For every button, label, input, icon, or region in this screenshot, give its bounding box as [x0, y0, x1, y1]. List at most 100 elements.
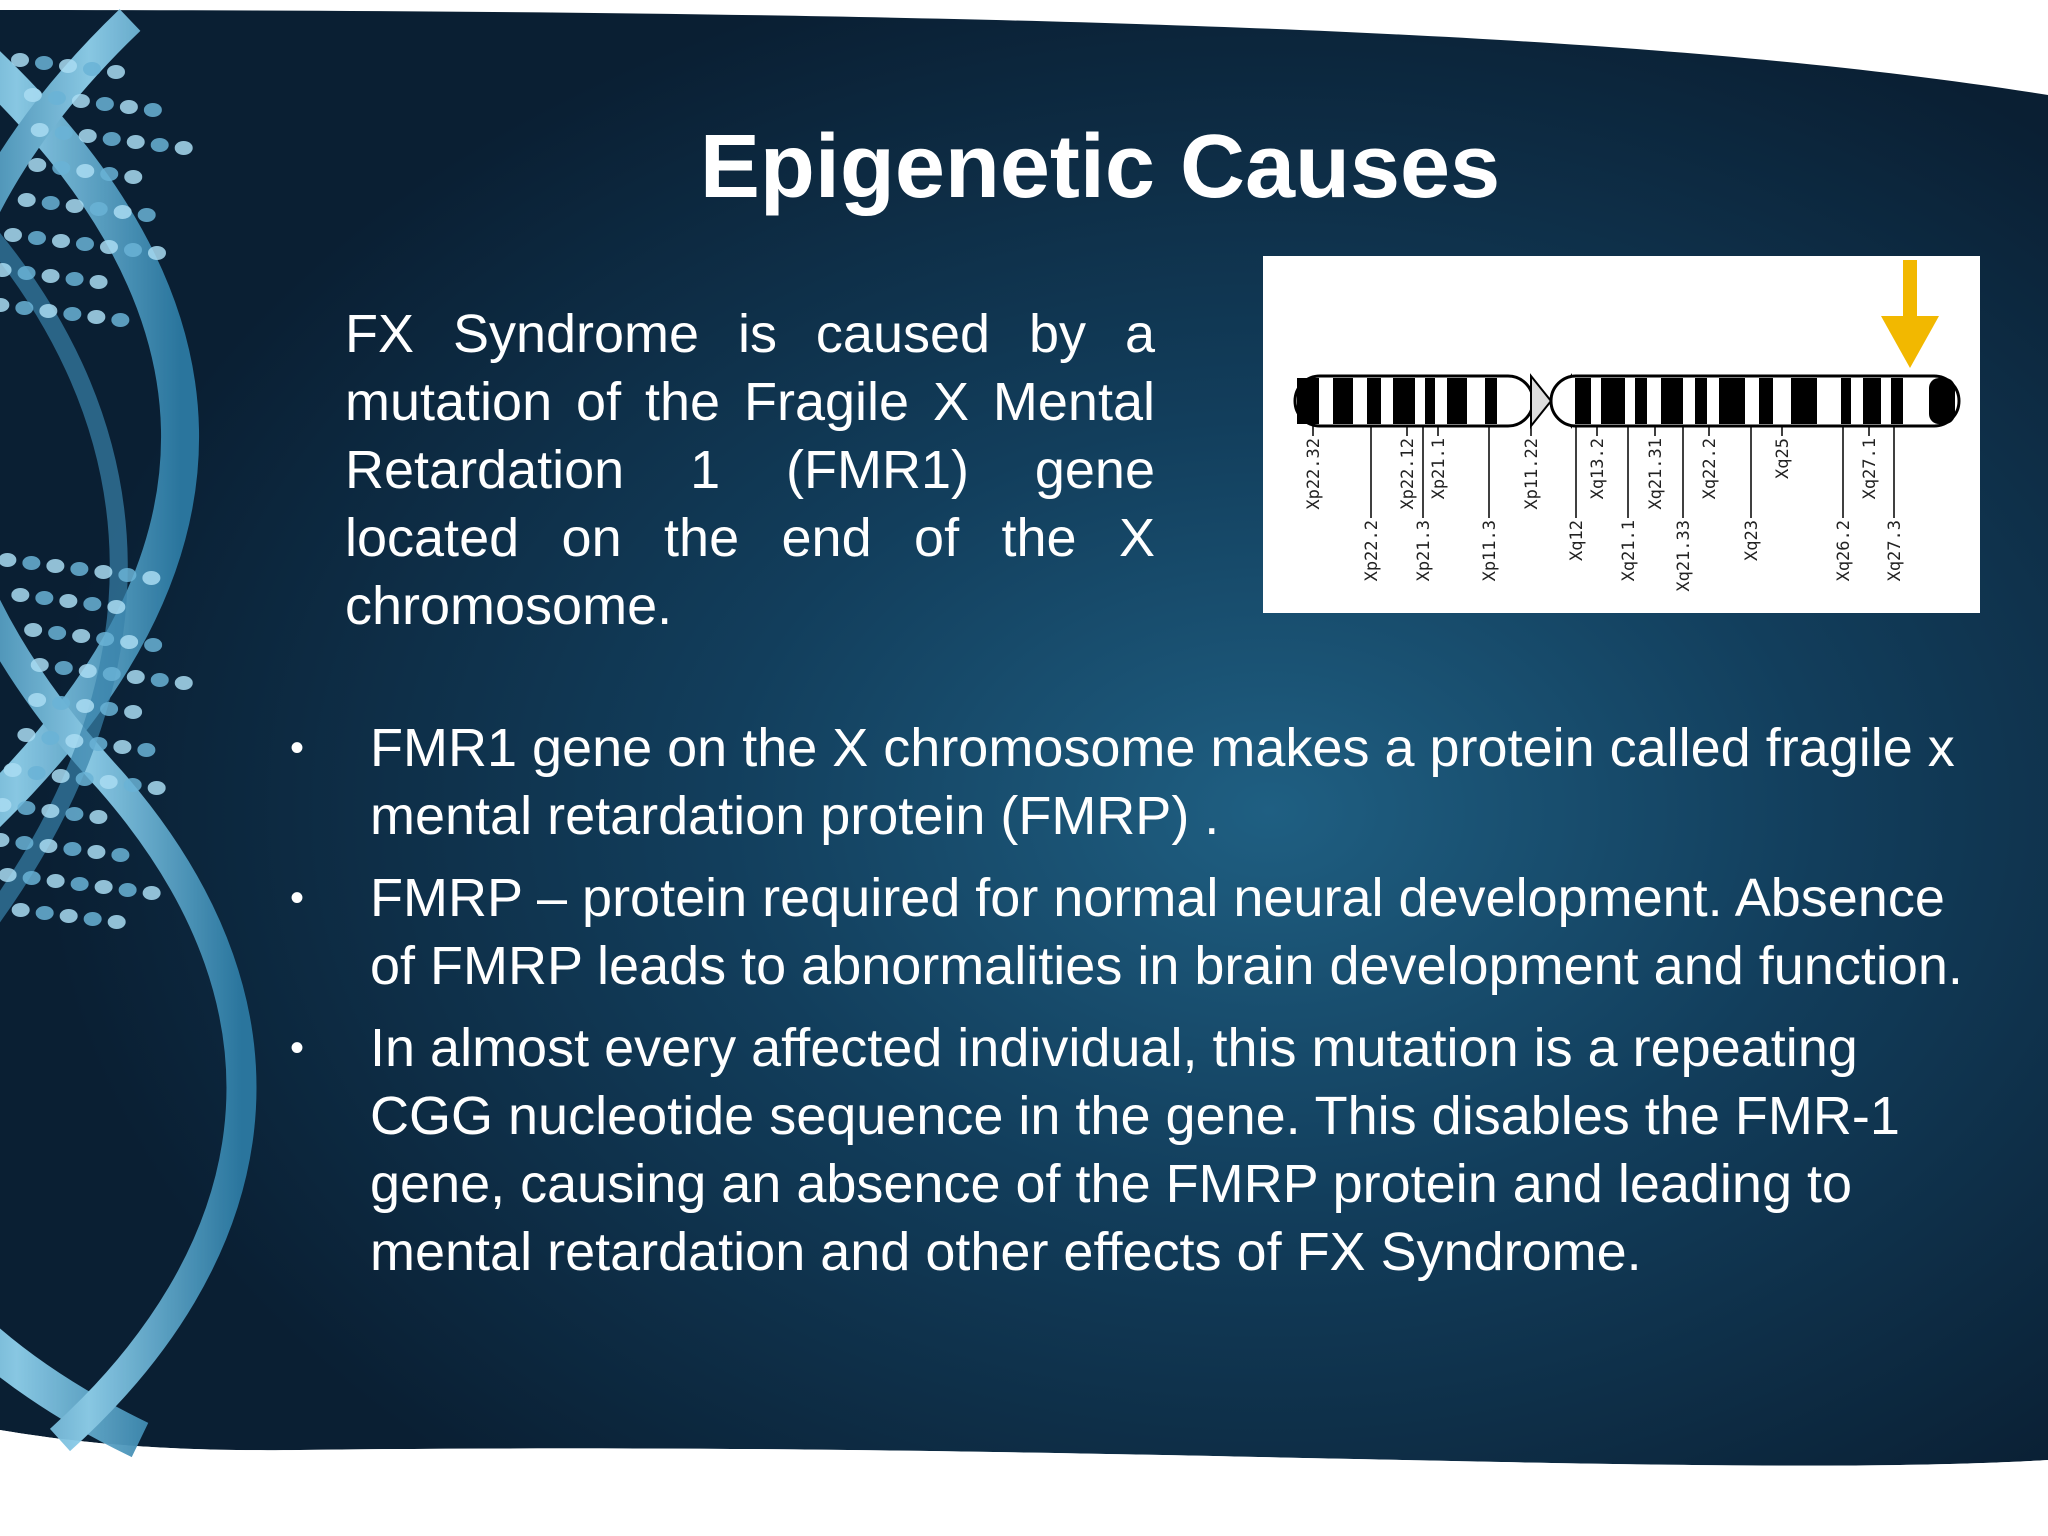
band-label: Xp11.22	[1522, 438, 1542, 510]
dna-base-dot	[0, 553, 17, 567]
dna-base-dot	[17, 801, 36, 815]
dna-base-dot	[65, 807, 84, 821]
dna-base-dot	[23, 88, 42, 102]
bullet-item: • FMR1 gene on the X chromosome makes a …	[290, 714, 1970, 850]
dna-base-dot	[70, 877, 89, 891]
dna-base-dot	[41, 731, 60, 745]
dna-base-dot	[11, 588, 30, 602]
dna-base-dot	[174, 141, 193, 155]
dna-base-dot	[124, 705, 143, 719]
dna-base-dot	[94, 880, 113, 894]
dna-base-dot	[65, 734, 84, 748]
dna-base-dot	[174, 676, 193, 690]
band-label: Xq21.1	[1619, 520, 1639, 581]
band-label: Xq26.2	[1834, 520, 1854, 581]
dna-base-dot	[35, 56, 53, 70]
dna-base-dot	[17, 266, 36, 280]
dna-base-dot	[0, 298, 10, 312]
dna-base-dot	[83, 912, 102, 926]
dna-base-dot	[41, 804, 60, 818]
dna-base-dot	[118, 883, 137, 897]
dna-base-dot	[63, 842, 82, 856]
dna-base-dot	[59, 594, 78, 608]
dna-base-dot	[123, 243, 142, 257]
band-label: Xq21.31	[1646, 438, 1666, 510]
dna-base-dot	[142, 571, 161, 585]
dna-base-dot	[65, 199, 84, 213]
dna-base-dot	[89, 202, 108, 216]
dna-base-dot	[126, 135, 145, 149]
dna-base-dot	[123, 778, 142, 792]
bullet-text: FMR1 gene on the X chromosome makes a pr…	[370, 718, 1955, 846]
dna-base-dot	[150, 673, 169, 687]
dna-base-dot	[28, 158, 47, 172]
band-label: Xq13.2	[1588, 438, 1608, 499]
dna-base-dot	[11, 903, 30, 917]
dna-base-dot	[11, 53, 29, 67]
dna-base-dot	[0, 833, 10, 847]
bullet-list: • FMR1 gene on the X chromosome makes a …	[290, 714, 1970, 1300]
dna-base-dot	[99, 240, 118, 254]
dna-base-dot	[87, 845, 106, 859]
dna-base-dot	[120, 635, 139, 649]
dna-base-dot	[47, 91, 66, 105]
band-label: Xq23	[1742, 520, 1762, 561]
dna-base-dot	[51, 769, 70, 783]
dna-base-dot	[144, 638, 163, 652]
dna-base-dot	[28, 693, 47, 707]
dna-base-dot	[24, 623, 43, 637]
dna-base-dot	[137, 743, 156, 757]
dna-base-dot	[63, 307, 82, 321]
dna-base-dot	[22, 556, 41, 570]
dna-base-dot	[35, 591, 54, 605]
dna-base-dot	[89, 810, 108, 824]
dna-base-dot	[102, 667, 121, 681]
dna-base-dot	[65, 272, 84, 286]
dna-base-dot	[142, 886, 161, 900]
dna-base-dot	[150, 138, 169, 152]
dna-base-dot	[27, 231, 46, 245]
dna-base-dot	[17, 728, 36, 742]
dna-base-dot	[17, 193, 36, 207]
dna-base-dot	[75, 237, 94, 251]
dna-base-dot	[100, 167, 119, 181]
dna-base-dot	[54, 661, 73, 675]
dna-base-dot	[137, 208, 156, 222]
dna-base-dot	[27, 766, 46, 780]
bullet-item: • In almost every affected individual, t…	[290, 1014, 1970, 1286]
dna-base-dot	[102, 132, 121, 146]
bullet-item: • FMRP – protein required for normal neu…	[290, 864, 1970, 1000]
dna-base-dot	[75, 772, 94, 786]
dna-base-dot	[99, 775, 118, 789]
dna-base-dot	[147, 781, 166, 795]
dna-base-dot	[52, 696, 71, 710]
dna-base-dot	[94, 565, 113, 579]
dna-base-dot	[89, 275, 108, 289]
band-label: Xp11.3	[1480, 520, 1500, 581]
bullet-marker: •	[290, 726, 305, 770]
dna-base-dot	[0, 798, 12, 812]
dna-base-dot	[46, 874, 65, 888]
dna-base-dot	[30, 123, 49, 137]
dna-base-dot	[39, 839, 58, 853]
band-label: Xp21.3	[1414, 520, 1434, 581]
dna-base-dot	[87, 310, 106, 324]
dna-base-dot	[124, 170, 143, 184]
dna-base-dot	[48, 626, 67, 640]
dna-base-dot	[72, 629, 91, 643]
dna-base-dot	[107, 65, 125, 79]
dna-base-dot	[22, 871, 41, 885]
dna-base-dot	[83, 62, 101, 76]
yellow-arrow-icon	[1881, 260, 1939, 368]
dna-base-pairs	[0, 53, 193, 929]
dna-base-dot	[3, 763, 22, 777]
dna-base-dot	[59, 59, 77, 73]
dna-base-dot	[59, 909, 78, 923]
dna-base-dot	[41, 196, 60, 210]
band-label: Xp22.2	[1362, 520, 1382, 581]
intro-paragraph: FX Syndrome is caused by a mutation of t…	[345, 304, 1155, 636]
dna-base-dot	[15, 301, 34, 315]
band-label: Xq27.1	[1860, 438, 1880, 499]
